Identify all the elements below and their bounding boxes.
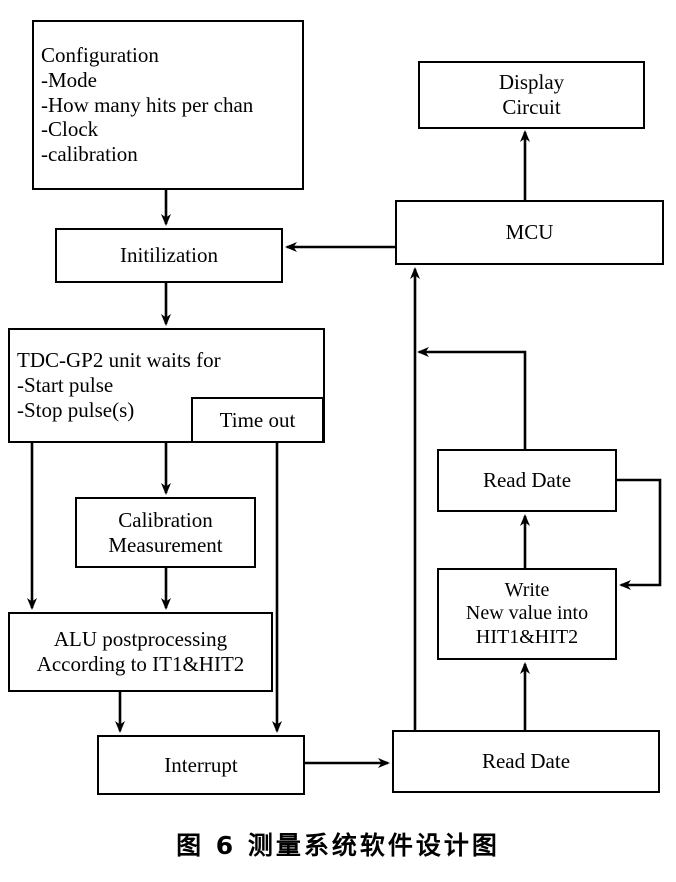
node-alu-postprocessing[interactable]: ALU postprocessing According to IT1&HIT2 bbox=[8, 612, 273, 692]
alu-line-1: ALU postprocessing bbox=[53, 627, 228, 652]
figure-caption: 图 6 测量系统软件设计图 bbox=[176, 831, 500, 860]
configuration-line-3: -How many hits per chan bbox=[41, 92, 254, 117]
interrupt-label: Interrupt bbox=[164, 752, 238, 777]
time-out-label: Time out bbox=[219, 407, 296, 432]
write-line-1: Write bbox=[504, 578, 550, 601]
node-display-circuit[interactable]: Display Circuit bbox=[418, 61, 645, 129]
calibration-line-1: Calibration bbox=[118, 507, 213, 532]
node-configuration[interactable]: Configuration -Mode -How many hits per c… bbox=[32, 20, 304, 190]
configuration-line-5: -calibration bbox=[41, 142, 138, 167]
node-time-out[interactable]: Time out bbox=[191, 397, 324, 443]
tdc-wait-line-1: TDC-GP2 unit waits for bbox=[17, 348, 221, 373]
write-line-2: New value into bbox=[465, 602, 589, 625]
tdc-wait-line-2: -Start pulse bbox=[17, 373, 114, 398]
alu-line-2: According to IT1&HIT2 bbox=[36, 652, 245, 676]
display-circuit-line-1: Display bbox=[498, 70, 565, 95]
mcu-label: MCU bbox=[505, 220, 554, 245]
configuration-line-1: Configuration bbox=[41, 43, 159, 68]
calibration-line-2: Measurement bbox=[108, 532, 223, 557]
initilization-label: Initilization bbox=[120, 243, 218, 268]
node-read-date-upper[interactable]: Read Date bbox=[437, 449, 617, 512]
write-line-3: HIT1&HIT2 bbox=[475, 625, 579, 648]
configuration-line-4: -Clock bbox=[41, 117, 99, 142]
tdc-wait-line-3: -Stop pulse(s) bbox=[17, 397, 135, 422]
node-tdc-gp2-wait[interactable]: TDC-GP2 unit waits for -Start pulse -Sto… bbox=[8, 328, 325, 443]
node-initilization[interactable]: Initilization bbox=[55, 228, 283, 283]
read-date-lower-label: Read Date bbox=[481, 749, 571, 774]
read-date-upper-label: Read Date bbox=[482, 468, 572, 493]
node-write-hit-values[interactable]: Write New value into HIT1&HIT2 bbox=[437, 568, 617, 660]
edge-read-date-upper-to-mcu-line bbox=[417, 347, 527, 449]
node-mcu[interactable]: MCU bbox=[395, 200, 664, 265]
node-calibration-measurement[interactable]: Calibration Measurement bbox=[75, 497, 256, 568]
edge-read-date-upper-loop-to-write bbox=[617, 478, 662, 590]
display-circuit-line-2: Circuit bbox=[502, 95, 561, 119]
node-interrupt[interactable]: Interrupt bbox=[97, 735, 305, 795]
configuration-line-2: -Mode bbox=[41, 67, 97, 92]
node-read-date-lower[interactable]: Read Date bbox=[392, 730, 660, 793]
